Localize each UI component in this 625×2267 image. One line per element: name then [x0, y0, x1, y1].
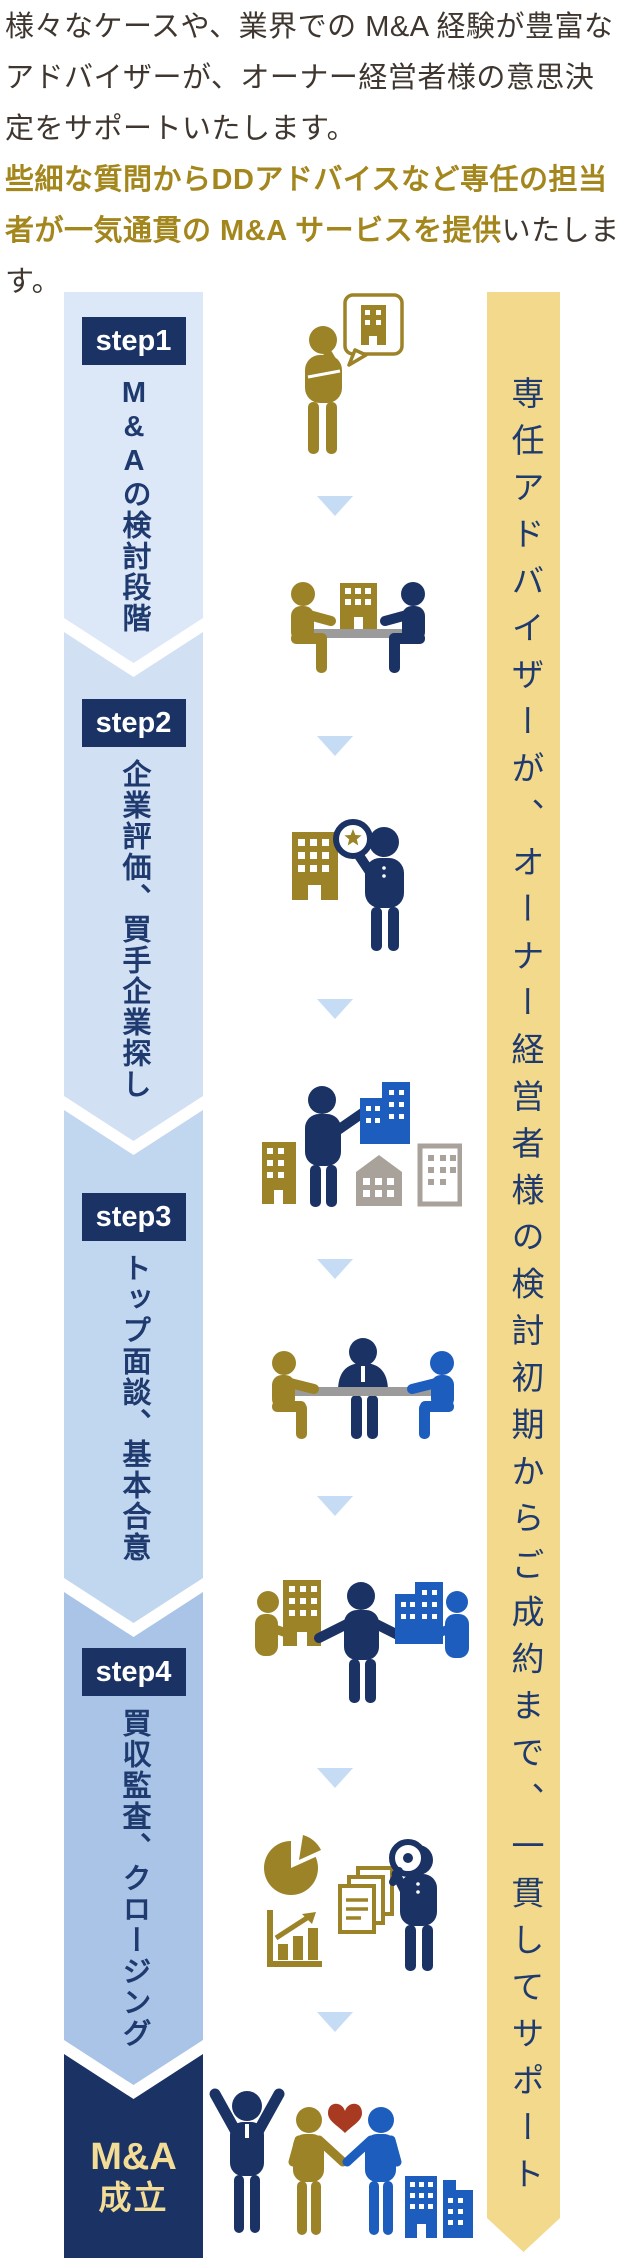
intro-paragraphs: 様々なケースや、業界での M&A 経験が豊富なアドバイザーが、オーナー経営者様の… — [5, 2, 621, 308]
step1-label-text: の検討段階 — [118, 479, 150, 634]
step2-band: step2 企業評価、買手企業探し — [64, 632, 203, 1141]
buyer-person-icon — [342, 2107, 402, 2235]
step1-label: M&Aの検討段階 — [119, 377, 148, 634]
step1-label-latin: M&A — [118, 377, 150, 479]
intro-line-2: 些細な質問からDDアドバイスなど専任の担当者が一気通貫の M&A サービスを提供… — [5, 155, 621, 308]
down-arrow-icon — [317, 999, 353, 1019]
buyer-person-icon — [422, 1591, 469, 1658]
step3-band: step3 トップ面談、基本合意 — [64, 1110, 203, 1623]
step4-label: 買収監査、クロージング — [118, 1708, 150, 2049]
buyer-search-icon — [262, 1082, 462, 1207]
star-rating-badge-icon — [333, 819, 373, 859]
deal-closing-celebration-icon — [209, 2088, 473, 2238]
step3-label: トップ面談、基本合意 — [118, 1253, 150, 1563]
step3-badge: step3 — [82, 1193, 186, 1241]
ma-completed-line1: M&A — [90, 2136, 177, 2179]
step2-badge: step2 — [82, 699, 186, 747]
down-arrow-icon — [317, 1259, 353, 1279]
buyer-person-icon — [407, 1351, 454, 1439]
top-interview-icon — [272, 1338, 454, 1439]
down-arrow-icon — [317, 736, 353, 756]
documents-icon — [338, 1866, 394, 1934]
seller-person-icon — [288, 2107, 348, 2235]
advisor-person-icon — [338, 1338, 388, 1439]
company-building-icon — [292, 832, 338, 900]
heart-icon — [328, 2103, 362, 2133]
due-diligence-icon — [264, 1834, 437, 1971]
support-banner-text: 専任アドバイザーが、オーナー経営者様の検討初期からご成約まで、一貫してサポート — [506, 376, 542, 2204]
speech-bubble-icon — [343, 293, 404, 367]
pie-chart-icon — [264, 1834, 322, 1895]
candidate-building-outline-icon — [417, 1143, 462, 1207]
buyer-buildings-icon — [405, 2176, 473, 2238]
magnifier-icon — [389, 1839, 427, 1886]
table-icon — [301, 629, 415, 638]
step4-badge: step4 — [82, 1648, 186, 1696]
advisor-person-icon — [314, 1582, 409, 1703]
bar-chart-icon — [267, 1910, 322, 1967]
advisor-person-icon — [305, 1086, 369, 1207]
basic-agreement-matching-icon — [255, 1580, 469, 1703]
step1-band: step1 M&Aの検討段階 — [64, 292, 203, 663]
step4-band: step4 買収監査、クロージング — [64, 1592, 203, 2085]
advisor-person-icon — [380, 582, 425, 673]
down-arrow-icon — [317, 496, 353, 516]
table-icon — [294, 1387, 432, 1396]
intro-text: 様々なケースや、業界での M&A 経験が豊富なアドバイザーが、オーナー経営者様の… — [5, 11, 614, 145]
down-arrow-icon — [317, 1496, 353, 1516]
step1-badge: step1 — [82, 317, 186, 365]
down-arrow-icon — [317, 2012, 353, 2032]
seller-person-icon — [291, 582, 336, 673]
seller-person-icon — [255, 1591, 300, 1656]
ma-completed-line2: 成立 — [98, 2178, 169, 2216]
support-banner: 専任アドバイザーが、オーナー経営者様の検討初期からご成約まで、一貫してサポート — [487, 292, 560, 2252]
step2-label: 企業評価、買手企業探し — [118, 759, 150, 1100]
seller-building-icon — [262, 1142, 296, 1204]
candidate-house-icon — [356, 1155, 402, 1206]
advisor-meeting-icon — [291, 582, 425, 673]
company-building-icon — [340, 583, 377, 629]
intro-line-1: 様々なケースや、業界での M&A 経験が豊富なアドバイザーが、オーナー経営者様の… — [5, 2, 621, 155]
thinking-person-icon — [305, 326, 342, 454]
down-arrow-icon — [317, 1768, 353, 1788]
owner-consultation-icon — [305, 293, 404, 454]
seller-person-icon — [272, 1351, 319, 1439]
cheering-advisor-icon — [209, 2088, 285, 2233]
seller-building-icon — [283, 1580, 321, 1646]
buyer-building-icon — [360, 1082, 410, 1144]
intro-rest-text: いたします。 — [5, 215, 620, 298]
company-valuation-icon — [292, 819, 404, 951]
intro-highlight-text: 些細な質問からDDアドバイスなど専任の担当者が一気通貫の M&A サービスを提供 — [5, 164, 608, 247]
